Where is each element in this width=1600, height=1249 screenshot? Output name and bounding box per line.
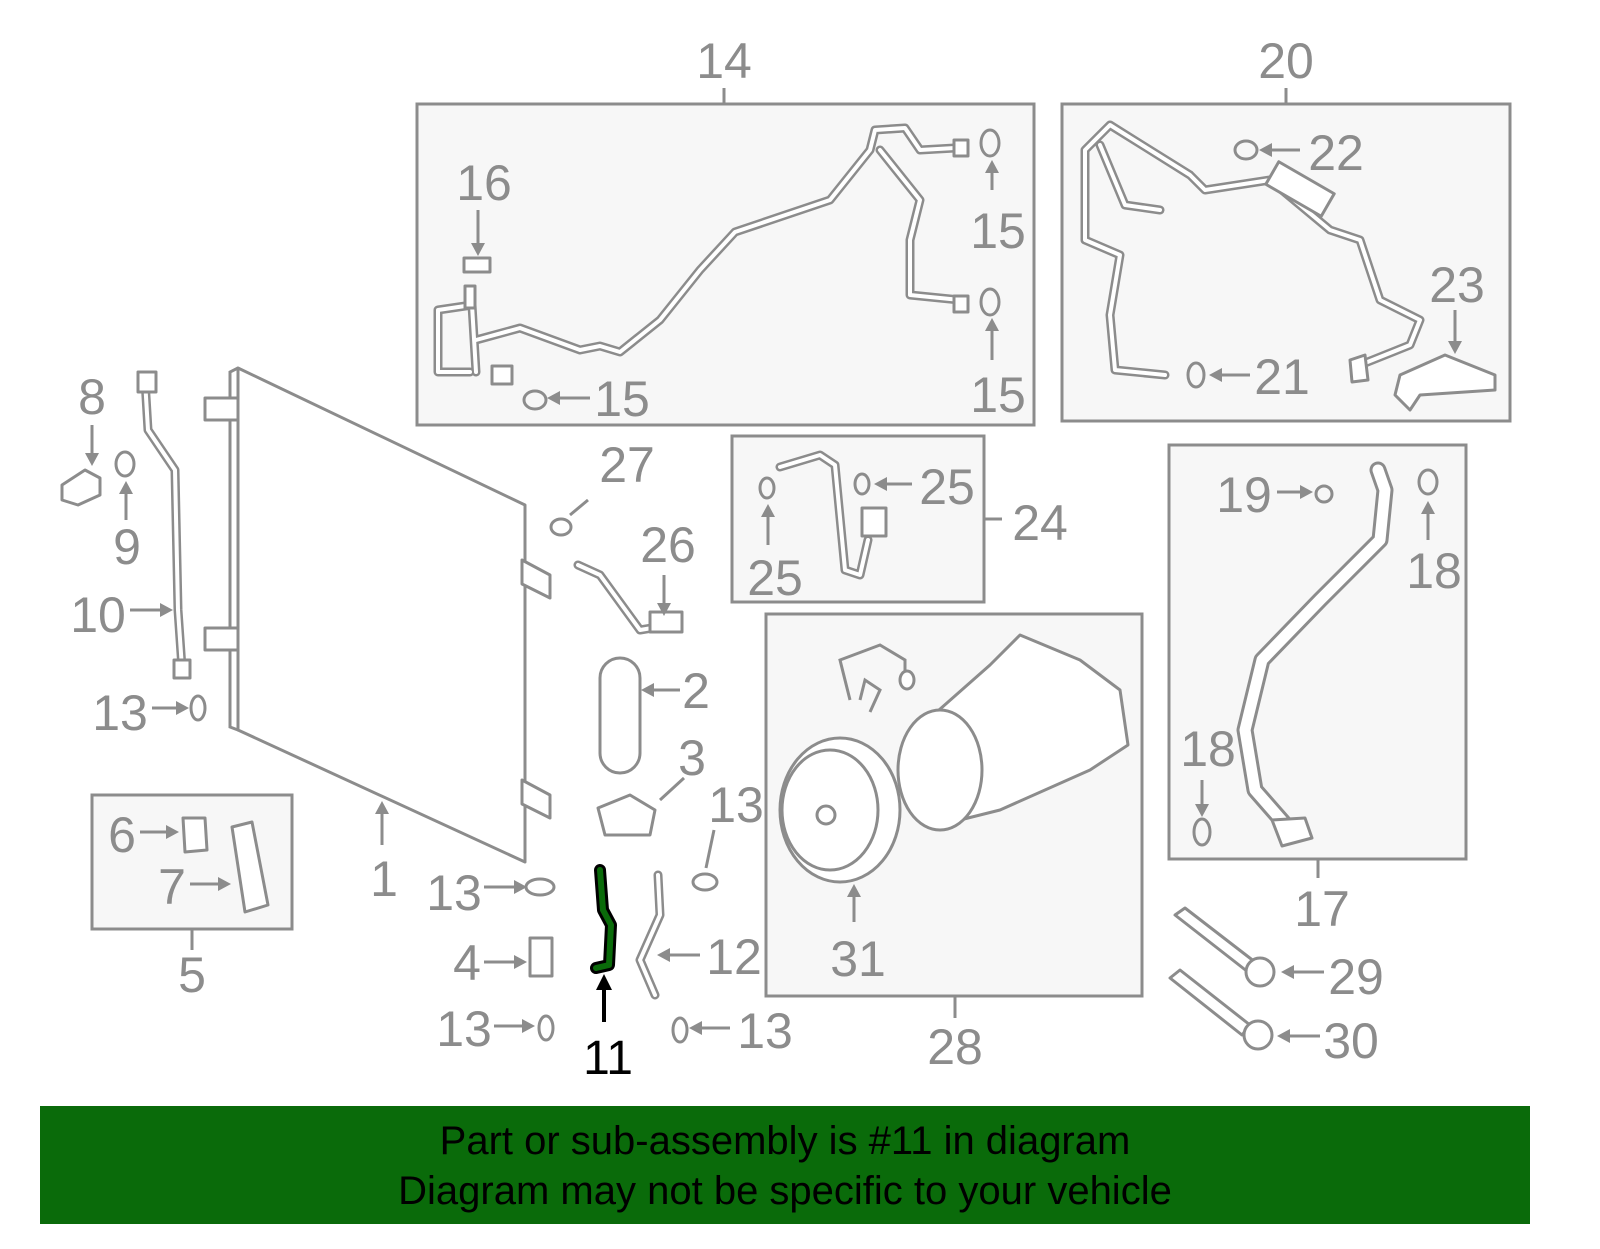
callout-18b[interactable]: 18 bbox=[1180, 721, 1236, 777]
hose-24 bbox=[758, 450, 888, 580]
callout-22[interactable]: 22 bbox=[1308, 125, 1364, 181]
callout-27[interactable]: 27 bbox=[599, 437, 655, 493]
callout-4[interactable]: 4 bbox=[453, 935, 481, 991]
callout-15b[interactable]: 15 bbox=[970, 367, 1026, 423]
callout-25a[interactable]: 25 bbox=[919, 459, 975, 515]
callout-21[interactable]: 21 bbox=[1254, 349, 1310, 405]
callout-5[interactable]: 5 bbox=[178, 947, 206, 1003]
callout-25b[interactable]: 25 bbox=[747, 550, 803, 606]
callout-30[interactable]: 30 bbox=[1323, 1013, 1379, 1069]
part-7 bbox=[230, 820, 270, 914]
bolt-30 bbox=[1168, 968, 1274, 1051]
bolt-29 bbox=[1173, 906, 1276, 988]
callout-20[interactable]: 20 bbox=[1258, 33, 1314, 89]
part-4 bbox=[528, 936, 554, 978]
callout-28[interactable]: 28 bbox=[927, 1019, 983, 1075]
callout-3[interactable]: 3 bbox=[678, 730, 706, 786]
callout-12[interactable]: 12 bbox=[706, 929, 762, 985]
pipe-assembly-14 bbox=[433, 123, 1001, 411]
callout-13c[interactable]: 13 bbox=[426, 865, 482, 921]
banner-line-1: Part or sub-assembly is #11 in diagram bbox=[439, 1119, 1131, 1163]
compressor-28 bbox=[778, 633, 1130, 884]
callout-8[interactable]: 8 bbox=[78, 369, 106, 425]
callout-7[interactable]: 7 bbox=[158, 859, 186, 915]
pipe-11-highlight[interactable] bbox=[593, 867, 614, 971]
callout-1[interactable]: 1 bbox=[370, 851, 398, 907]
callout-16[interactable]: 16 bbox=[456, 155, 512, 211]
callout-2[interactable]: 2 bbox=[682, 663, 710, 719]
condenser-1 bbox=[203, 366, 552, 864]
hose-17 bbox=[1192, 461, 1439, 848]
callout-9[interactable]: 9 bbox=[113, 519, 141, 575]
bracket-23 bbox=[1393, 353, 1497, 412]
callout-29[interactable]: 29 bbox=[1328, 949, 1384, 1005]
callout-31[interactable]: 31 bbox=[830, 931, 886, 987]
callout-14[interactable]: 14 bbox=[696, 33, 752, 89]
callout-19[interactable]: 19 bbox=[1216, 467, 1272, 523]
bracket-3 bbox=[596, 793, 657, 837]
callout-23[interactable]: 23 bbox=[1429, 257, 1485, 313]
callout-6[interactable]: 6 bbox=[108, 807, 136, 863]
group-box-17 bbox=[1167, 443, 1468, 861]
callout-11-highlighted[interactable]: 11 bbox=[583, 1032, 633, 1085]
callout-13b[interactable]: 13 bbox=[708, 777, 764, 833]
group-box-14 bbox=[415, 102, 1036, 427]
cap-16 bbox=[462, 256, 492, 274]
callout-15a[interactable]: 15 bbox=[970, 203, 1026, 259]
pipe-assembly-20 bbox=[1080, 120, 1497, 412]
callout-13e[interactable]: 13 bbox=[737, 1003, 793, 1059]
callout-13d[interactable]: 13 bbox=[436, 1001, 492, 1057]
callout-24[interactable]: 24 bbox=[1012, 495, 1068, 551]
callout-17[interactable]: 17 bbox=[1294, 881, 1350, 937]
part-6 bbox=[181, 816, 209, 854]
callout-15c[interactable]: 15 bbox=[594, 371, 650, 427]
info-banner: Part or sub-assembly is #11 in diagram D… bbox=[40, 1106, 1530, 1224]
callout-26[interactable]: 26 bbox=[640, 517, 696, 573]
callout-18a[interactable]: 18 bbox=[1406, 543, 1462, 599]
callout-10[interactable]: 10 bbox=[70, 587, 126, 643]
banner-line-2: Diagram may not be specific to your vehi… bbox=[398, 1169, 1172, 1213]
receiver-drier-2 bbox=[598, 656, 642, 775]
callout-13a[interactable]: 13 bbox=[92, 685, 148, 741]
group-box-24 bbox=[730, 434, 986, 604]
switch-8 bbox=[60, 468, 102, 507]
